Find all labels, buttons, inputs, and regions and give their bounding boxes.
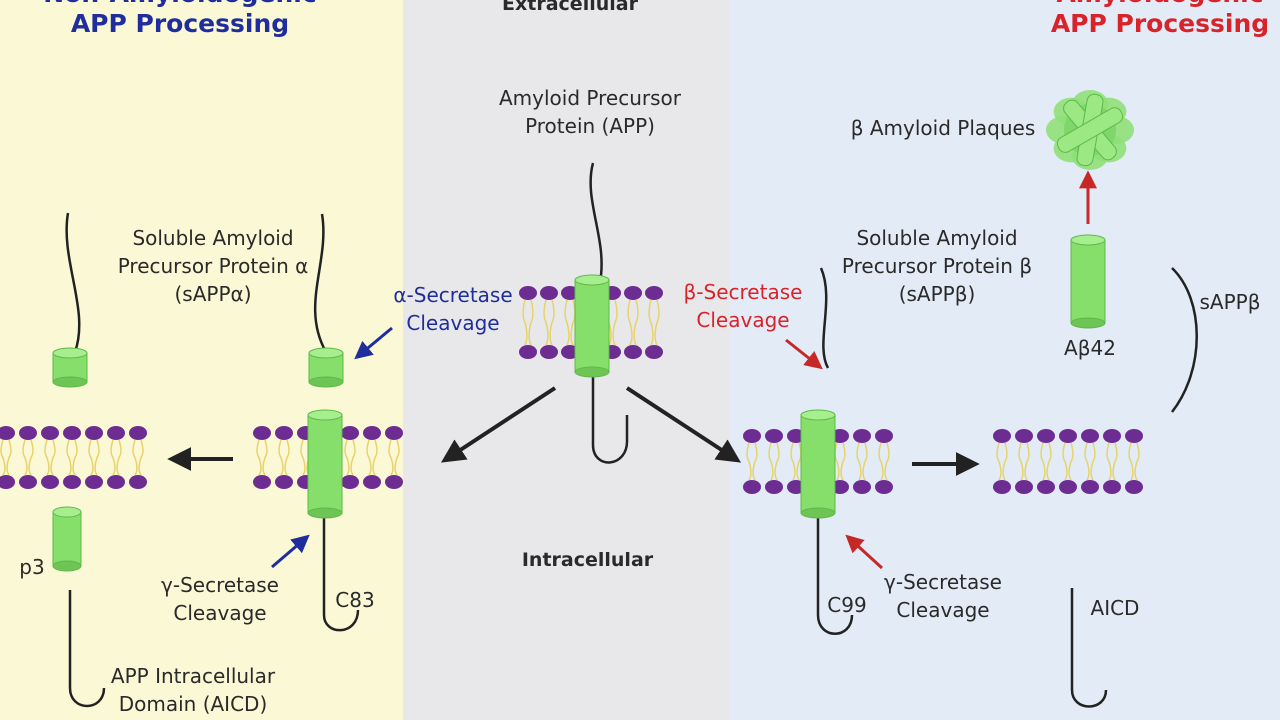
aicd-right-tail <box>1070 588 1108 708</box>
p3-fragment-icon <box>52 506 82 572</box>
center-panel <box>403 0 730 720</box>
membrane-bilayer-icon <box>0 426 147 489</box>
beta-secretase-label: β-Secretase Cleavage <box>683 280 803 332</box>
right-header-line1: Amyloidogenic <box>1010 0 1280 8</box>
sappa-strand-right <box>313 213 328 353</box>
amyloid-plaque-icon <box>1046 90 1134 170</box>
sappb-label: Soluble Amyloid Precursor Protein β (sAP… <box>841 226 1033 306</box>
c99-label: C99 <box>827 593 867 617</box>
aicd-left-tail <box>68 590 106 708</box>
gamma-right-label: γ-Secretase Cleavage <box>884 570 1002 622</box>
app-ectodomain-strand <box>589 162 603 283</box>
app-cytoplasmic-tail <box>591 372 629 464</box>
p3-label: p3 <box>19 555 45 579</box>
arrow-alpha-secretase <box>354 326 393 360</box>
c83-label: C83 <box>335 588 375 612</box>
membrane-bilayer-icon <box>519 286 663 359</box>
gamma-left-label: γ-Secretase Cleavage <box>161 573 279 625</box>
aicd-right-label: AICD <box>1090 596 1140 620</box>
sappb-strand <box>819 267 830 369</box>
app-protein-icon <box>574 274 610 378</box>
plaques-label: β Amyloid Plaques <box>850 116 1036 140</box>
abeta42-label: Aβ42 <box>1064 336 1116 360</box>
aicd-left-label: APP Intracellular Domain (AICD) <box>110 664 276 716</box>
intracellular-label: Intracellular <box>521 549 654 571</box>
c83-tail <box>322 513 360 632</box>
c99-tail <box>816 513 854 635</box>
sappa-fragment-left-icon <box>52 347 88 388</box>
sappb-short-strand <box>1171 267 1198 413</box>
sappb-short-label: sAPPβ <box>1199 290 1261 314</box>
app-label: Amyloid Precursor Protein (APP) <box>499 86 681 138</box>
arrow-gamma-left <box>271 534 310 569</box>
abeta42-fragment-icon <box>1070 234 1106 329</box>
sappa-fragment-right-icon <box>308 347 344 388</box>
alpha-secretase-label: α-Secretase Cleavage <box>393 283 513 335</box>
arrow-beta-secretase <box>785 338 823 370</box>
c83-protein-icon <box>307 409 343 519</box>
left-header-line2: APP Processing <box>70 9 290 38</box>
sappa-label: Soluble Amyloid Precursor Protein α (sAP… <box>117 226 309 306</box>
extracellular-label: Extracellular <box>502 0 638 15</box>
left-header-line1: Non-Amyloidogenic <box>10 0 350 8</box>
arrow-app-to-left <box>440 386 557 463</box>
c99-protein-icon <box>800 409 836 519</box>
membrane-bilayer-icon <box>993 429 1143 494</box>
right-header-line2: APP Processing <box>1050 9 1270 38</box>
arrow-app-to-right <box>625 386 742 463</box>
sappa-strand-left <box>65 212 81 353</box>
arrow-gamma-right <box>845 534 884 570</box>
